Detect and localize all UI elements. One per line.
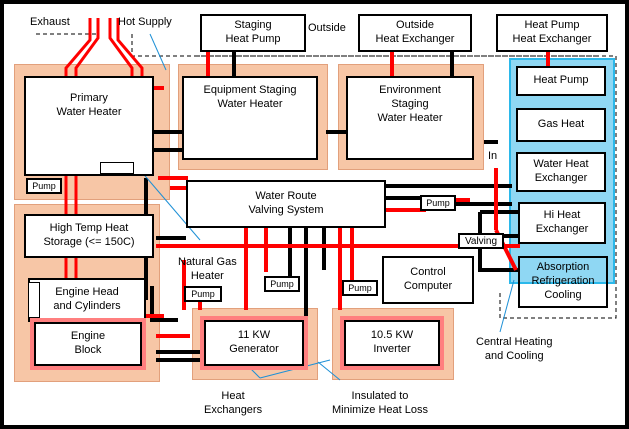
in-label: In	[488, 150, 498, 162]
outside-heat-exchanger-box: Outside Heat Exchanger	[358, 14, 472, 52]
pump-gas-heater: Pump	[184, 286, 222, 302]
hi-heat-exchanger-box: Hi Heat Exchanger	[518, 202, 606, 244]
pump-route-right: Pump	[420, 195, 456, 211]
natural-gas-heater-label: Natural Gas Heater	[178, 256, 237, 282]
heat-pump-heat-exchanger-box: Heat Pump Heat Exchanger	[496, 14, 608, 52]
engine-head-cylinders-box: Engine Head and Cylinders	[28, 278, 146, 322]
insulated-label: Insulated to Minimize Heat Loss	[332, 390, 428, 416]
outside-label: Outside	[308, 22, 346, 34]
primary-water-heater-box: Primary Water Heater	[24, 76, 154, 176]
heat-pump-box: Heat Pump	[516, 66, 606, 96]
engine-head-side-box	[28, 282, 40, 318]
pump-generator: Pump	[264, 276, 300, 292]
gas-heat-box: Gas Heat	[516, 108, 606, 142]
pump-inverter: Pump	[342, 280, 378, 296]
high-temp-heat-storage-box: High Temp Heat Storage (<= 150C)	[24, 214, 154, 258]
central-heating-label: Central Heating and Cooling	[476, 336, 553, 362]
exhaust-label: Exhaust	[30, 16, 70, 28]
sensor-box	[100, 162, 134, 174]
valving-box: Valving	[458, 233, 504, 249]
hot-supply-label: Hot Supply	[118, 16, 172, 28]
engine-block-box: Engine Block	[30, 318, 146, 370]
water-route-valving-system-box: Water Route Valving System	[186, 180, 386, 228]
control-computer-box: Control Computer	[382, 256, 474, 304]
equipment-staging-water-heater-box: Equipment Staging Water Heater	[182, 76, 318, 160]
absorption-cooling-box: Absorption Refrigeration Cooling	[518, 256, 608, 308]
generator-box: 11 KW Generator	[200, 316, 308, 370]
pump-primary: Pump	[26, 178, 62, 194]
water-heat-exchanger-box: Water Heat Exchanger	[516, 152, 606, 192]
heat-exchangers-label: Heat Exchangers	[204, 390, 263, 416]
staging-heat-pump-box: Staging Heat Pump	[200, 14, 306, 52]
inverter-box: 10.5 KW Inverter	[340, 316, 444, 370]
environment-staging-water-heater-box: Environment Staging Water Heater	[346, 76, 474, 160]
